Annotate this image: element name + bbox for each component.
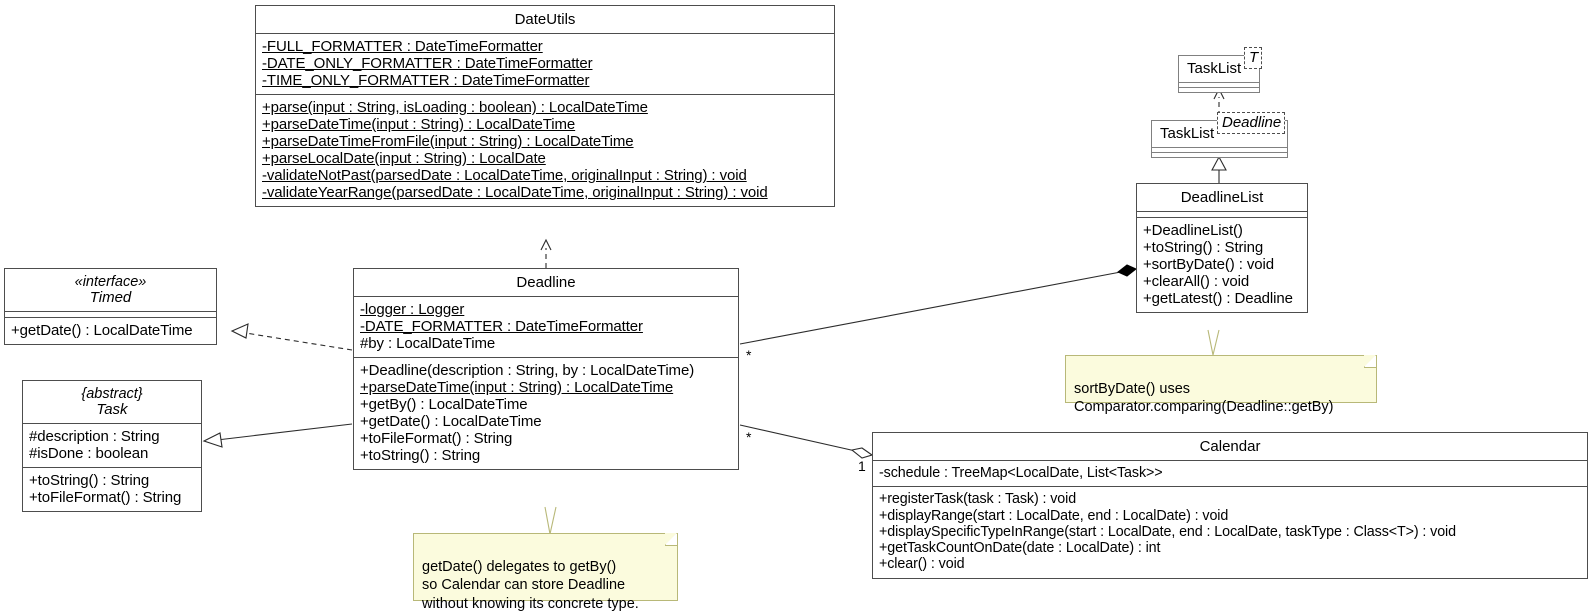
method-row: +clear() : void [879, 556, 965, 573]
attribute-row: -TIME_ONLY_FORMATTER : DateTimeFormatter [262, 72, 590, 89]
class-box-tasklist-bound[interactable]: TaskList Deadline [1151, 112, 1291, 162]
method-row: +displaySpecificTypeInRange(start : Loca… [879, 523, 1456, 540]
method-row: +getDate() : LocalDateTime [11, 321, 193, 339]
empty-compartment [1179, 87, 1259, 92]
method-row: +parse(input : String, isLoading : boole… [262, 99, 648, 116]
method-row: +parseDateTimeFromFile(input : String) :… [262, 133, 634, 150]
class-box-timed[interactable]: «interface» Timed +getDate() : LocalDate… [4, 268, 217, 345]
edge-deadline-extends-task [202, 423, 353, 448]
class-title-task: {abstract} Task [23, 381, 201, 423]
empty-compartment [1152, 152, 1287, 157]
attribute-row: -DATE_FORMATTER : DateTimeFormatter [360, 318, 643, 335]
attribute-row: -logger : Logger [360, 301, 465, 318]
method-row: +toString() : String [360, 447, 481, 464]
method-row: +sortByDate() : void [1143, 256, 1274, 273]
class-title-dateutils: DateUtils [514, 11, 576, 28]
edge-calendar-aggregation-deadline: * 1 [739, 424, 874, 474]
method-row: +getLatest() : Deadline [1143, 290, 1293, 307]
attributes-deadline: -logger : Logger -DATE_FORMATTER : DateT… [354, 296, 738, 357]
note-anchor-deadline [544, 506, 557, 535]
method-row: +getDate() : LocalDateTime [360, 413, 542, 430]
note-fold-corner [665, 533, 677, 546]
note-text: getDate() delegates to getBy() so Calend… [422, 558, 639, 612]
multiplicity-star-deadlinelist: * [746, 347, 752, 363]
method-row: +toFileFormat() : String [29, 488, 182, 506]
method-row: +displayRange(start : LocalDate, end : L… [879, 507, 1229, 524]
methods-calendar: +registerTask(task : Task) : void +displ… [873, 486, 1587, 577]
class-box-task[interactable]: {abstract} Task #description : String #i… [22, 380, 202, 512]
note-deadline[interactable]: getDate() delegates to getBy() so Calend… [413, 533, 678, 612]
method-row: +clearAll() : void [1143, 273, 1250, 290]
class-box-deadline[interactable]: Deadline -logger : Logger -DATE_FORMATTE… [353, 268, 739, 470]
method-row: +parseDateTime(input : String) : LocalDa… [262, 116, 576, 133]
attributes-task: #description : String #isDone : boolean [23, 422, 201, 467]
attributes-calendar: -schedule : TreeMap<LocalDate, List<Task… [873, 460, 1587, 486]
attributes-deadlinelist [1137, 211, 1307, 217]
note-deadlinelist[interactable]: sortByDate() uses Comparator.comparing(D… [1065, 355, 1377, 415]
attribute-row: -DATE_ONLY_FORMATTER : DateTimeFormatter [262, 55, 593, 72]
method-row: -validateYearRange(parsedDate : LocalDat… [262, 184, 768, 201]
method-row: +DeadlineList() [1143, 222, 1243, 239]
stereotype-interface: «interface» [74, 274, 147, 290]
methods-timed: +getDate() : LocalDateTime [5, 316, 216, 344]
edge-deadlinelist-composition-deadline: * [739, 264, 1137, 363]
class-box-calendar[interactable]: Calendar -schedule : TreeMap<LocalDate, … [872, 432, 1588, 579]
method-row: +toFileFormat() : String [360, 430, 513, 447]
note-anchor-deadlinelist [1207, 329, 1220, 356]
attributes-timed [5, 310, 216, 317]
attribute-row: -FULL_FORMATTER : DateTimeFormatter [262, 38, 543, 55]
method-row: +toString() : String [1143, 239, 1264, 256]
class-title-tasklist-bound: TaskList [1160, 125, 1215, 142]
class-title-calendar: Calendar [1199, 438, 1261, 455]
method-row: +parseDateTime(input : String) : LocalDa… [360, 379, 674, 396]
methods-deadlinelist: +DeadlineList() +toString() : String +so… [1137, 217, 1307, 312]
methods-task: +toString() : String +toFileFormat() : S… [23, 466, 201, 511]
method-row: +registerTask(task : Task) : void [879, 491, 1077, 508]
class-box-deadlinelist[interactable]: DeadlineList +DeadlineList() +toString()… [1136, 183, 1308, 313]
multiplicity-star-calendar: * [746, 429, 752, 445]
class-title-tasklist-generic: TaskList [1187, 60, 1242, 77]
edge-deadline-dependency-dateutils [540, 238, 552, 268]
methods-deadline: +Deadline(description : String, by : Loc… [354, 357, 738, 469]
class-title-timed: «interface» Timed [5, 269, 216, 311]
method-row: +Deadline(description : String, by : Loc… [360, 362, 695, 379]
edge-deadline-realizes-timed [230, 323, 353, 351]
class-title-deadlinelist: DeadlineList [1180, 189, 1264, 206]
method-row: +getBy() : LocalDateTime [360, 396, 528, 413]
method-row: -validateNotPast(parsedDate : LocalDateT… [262, 167, 747, 184]
attribute-row: -schedule : TreeMap<LocalDate, List<Task… [879, 465, 1163, 481]
multiplicity-one-calendar: 1 [858, 458, 866, 474]
note-fold-corner [1364, 355, 1376, 368]
note-text: sortByDate() uses Comparator.comparing(D… [1074, 380, 1334, 416]
template-parameter-deadline: Deadline [1217, 112, 1286, 134]
attribute-row: #description : String [29, 427, 160, 445]
method-row: +parseLocalDate(input : String) : LocalD… [262, 150, 546, 167]
empty-compartment [1152, 147, 1287, 152]
attribute-row: #isDone : boolean [29, 444, 149, 462]
template-parameter-t: T [1244, 47, 1263, 69]
methods-dateutils: +parse(input : String, isLoading : boole… [256, 94, 834, 206]
stereotype-abstract: {abstract} [81, 386, 143, 402]
class-box-dateutils[interactable]: DateUtils -FULL_FORMATTER : DateTimeForm… [255, 5, 835, 207]
method-row: +getTaskCountOnDate(date : LocalDate) : … [879, 540, 1161, 557]
attributes-dateutils: -FULL_FORMATTER : DateTimeFormatter -DAT… [256, 33, 834, 94]
method-row: +toString() : String [29, 471, 150, 489]
empty-compartment [1179, 82, 1259, 87]
class-box-tasklist-generic[interactable]: TaskList T [1178, 47, 1274, 97]
class-title-deadline: Deadline [516, 274, 576, 291]
attribute-row: #by : LocalDateTime [360, 335, 496, 352]
